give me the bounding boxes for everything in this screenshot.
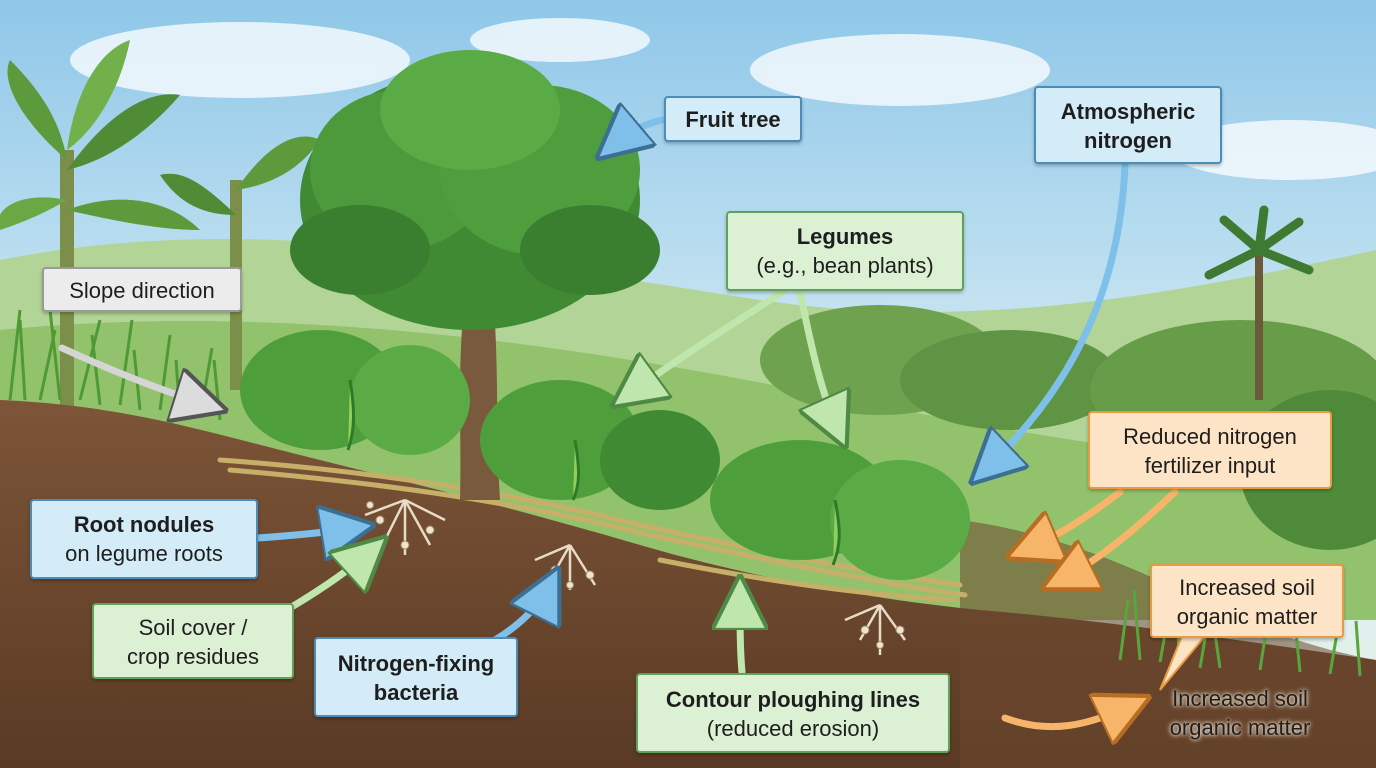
label-legumes-title: Legumes [796, 224, 894, 249]
label-soil-cover-line2: crop residues [126, 644, 260, 669]
label-nitrogen-fixing-line1: Nitrogen-fixing [337, 651, 495, 676]
label-atmospheric-nitrogen-line2: nitrogen [1084, 128, 1172, 153]
label-organic-matter-text: Increased soil organic matter [1140, 684, 1340, 742]
label-nitrogen-fixing-line2: bacteria [373, 680, 459, 705]
legume-plants [240, 330, 970, 580]
label-slope-direction: Slope direction [42, 267, 242, 312]
root-nodules [366, 501, 905, 649]
label-contour-ploughing: Contour ploughing lines (reduced erosion… [636, 673, 950, 753]
arrow-fruit-tree [612, 120, 666, 146]
arrows [58, 120, 1179, 727]
label-contour-ploughing-sub: (reduced erosion) [706, 716, 880, 741]
label-slope-direction-text: Slope direction [69, 278, 215, 303]
label-organic-matter-text-line1: Increased soil [1172, 686, 1308, 711]
clouds [70, 18, 1376, 180]
fruit-tree [290, 50, 660, 500]
label-soil-cover-line1: Soil cover / [138, 615, 248, 640]
label-legumes-sub: (e.g., bean plants) [756, 253, 934, 278]
label-legumes: Legumes (e.g., bean plants) [726, 211, 964, 291]
label-organic-matter-box-line1: Increased soil [1179, 575, 1315, 600]
label-soil-cover: Soil cover / crop residues [92, 603, 294, 679]
banana-plant [0, 40, 320, 410]
label-reduced-fertilizer-line2: fertilizer input [1144, 453, 1276, 478]
arrow-atmospheric-nitrogen [985, 161, 1129, 470]
arrow-organic-matter [1001, 705, 1132, 727]
arrow-legumes-right [796, 288, 838, 430]
label-organic-matter-box-line2: organic matter [1176, 604, 1318, 629]
arrow-fertilizer-2 [1060, 488, 1179, 580]
label-root-nodules-sub: on legume roots [65, 541, 223, 566]
label-root-nodules-title: Root nodules [73, 512, 215, 537]
label-reduced-fertilizer: Reduced nitrogen fertilizer input [1088, 411, 1332, 489]
label-nitrogen-fixing: Nitrogen-fixing bacteria [314, 637, 518, 717]
label-organic-matter-box: Increased soil organic matter [1150, 564, 1344, 638]
arrow-nitrogen-fixing [491, 585, 550, 644]
arrow-soil-cover [286, 550, 372, 612]
label-atmospheric-nitrogen-line1: Atmospheric [1060, 99, 1196, 124]
arrow-contour-ploughing [740, 595, 742, 676]
label-fruit-tree: Fruit tree [664, 96, 802, 142]
label-root-nodules: Root nodules on legume roots [30, 499, 258, 579]
label-organic-matter-text-line2: organic matter [1169, 715, 1311, 740]
arrow-root-nodules [254, 528, 355, 538]
label-reduced-fertilizer-line1: Reduced nitrogen [1123, 424, 1297, 449]
arrow-fertilizer-1 [1025, 488, 1124, 550]
label-contour-ploughing-title: Contour ploughing lines [665, 687, 921, 712]
arrow-slope-direction [58, 344, 208, 405]
label-fruit-tree-text: Fruit tree [685, 107, 781, 132]
arrow-legumes-left [628, 286, 789, 395]
label-atmospheric-nitrogen: Atmospheric nitrogen [1034, 86, 1222, 164]
